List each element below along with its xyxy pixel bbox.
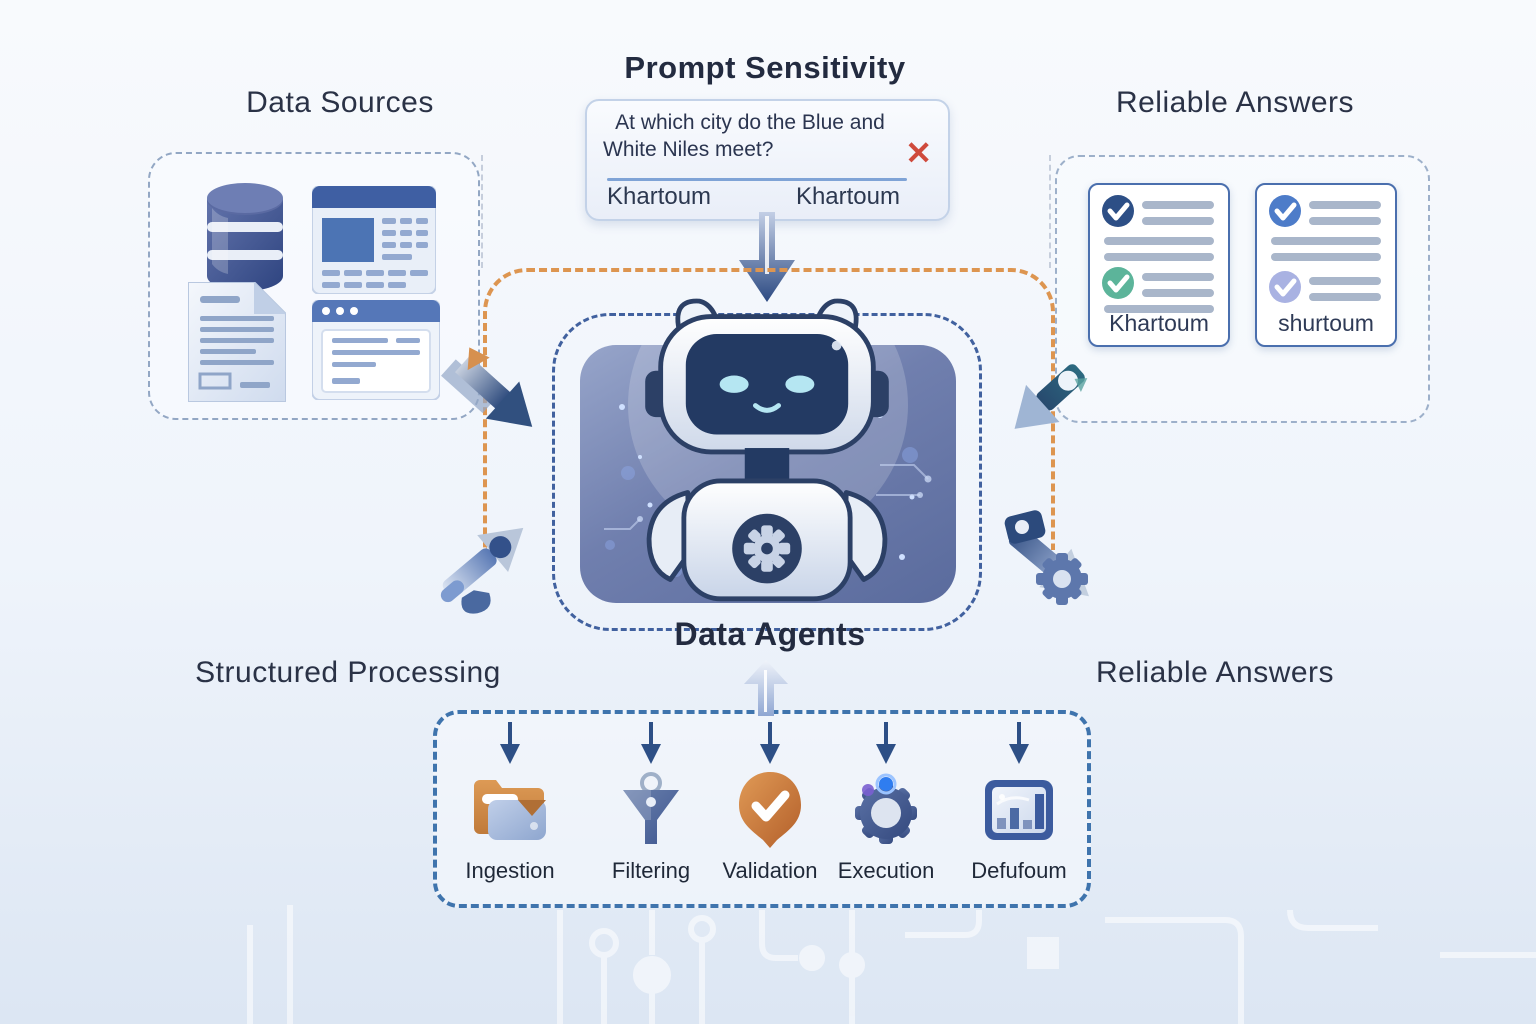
answer-card-2-content — [1269, 195, 1381, 303]
step-arrow-icon — [760, 722, 780, 764]
ghost-dash-left — [481, 155, 483, 268]
arrow-down-icon — [739, 212, 795, 302]
answer-card-shurtoum: shurtoum — [1255, 183, 1397, 347]
ghost-dash-right — [1049, 155, 1051, 268]
process-step-execution: Execution — [821, 722, 951, 902]
step-label: Validation — [722, 858, 818, 883]
process-step-filtering: Filtering — [586, 722, 716, 902]
database-icon — [207, 183, 283, 291]
check-badge-icon — [739, 772, 801, 848]
prompt-answer-right: Khartoum — [795, 183, 900, 210]
wrench-arrow-icon — [440, 527, 524, 614]
structured-processing-title: Structured Processing — [195, 656, 501, 689]
prompt-answers-row: Khartoum Khartoum — [607, 183, 900, 211]
answer-card-khartoum: Khartoum — [1088, 183, 1230, 347]
data-sources-title: Data Sources — [246, 86, 434, 119]
step-arrow-icon — [876, 722, 896, 764]
bar-chart-icon — [985, 780, 1053, 840]
prompt-card-divider — [607, 178, 907, 181]
prompt-sensitivity-title: Prompt Sensitivity — [624, 50, 906, 85]
step-arrow-icon — [641, 722, 661, 764]
arrow-up-icon — [744, 660, 788, 716]
answer-card-1-label: Khartoum — [1109, 310, 1209, 336]
answer-card-2-label: shurtoum — [1278, 310, 1374, 336]
pen-arrow-icon — [1014, 364, 1088, 429]
prompt-answer-left: Khartoum — [607, 183, 712, 210]
step-arrow-icon — [500, 722, 520, 764]
prompt-question-line2: White Niles meet? — [603, 138, 774, 161]
funnel-icon — [623, 772, 679, 844]
step-label: Execution — [837, 858, 935, 883]
step-arrow-icon — [1009, 722, 1029, 764]
answer-card-1-content — [1102, 195, 1214, 313]
step-label: Filtering — [611, 858, 691, 883]
webpage-icon — [312, 186, 436, 294]
document-icon — [188, 282, 286, 402]
robot-icon — [645, 298, 889, 602]
prompt-question-line1: At which city do the Blue and — [615, 111, 885, 134]
prompt-card: At which city do the Blue and White Nile… — [585, 99, 950, 221]
step-label: Ingestion — [465, 858, 555, 883]
gear-arrow-icon — [1004, 510, 1090, 605]
arrow-downright-icon — [441, 347, 533, 427]
browser-window-icon — [312, 300, 440, 400]
process-step-defufoum: Defufoum — [954, 722, 1084, 902]
reliable-answers-bottom-title: Reliable Answers — [1095, 656, 1335, 689]
folder-icon — [474, 780, 546, 840]
error-x-icon: ✕ — [905, 135, 932, 171]
gear-icon — [855, 773, 917, 844]
process-step-ingestion: Ingestion — [445, 722, 575, 902]
step-label: Defufoum — [971, 858, 1067, 883]
process-step-validation: Validation — [705, 722, 835, 902]
circuit-traces-decor — [247, 905, 1536, 1024]
data-agents-label: Data Agents — [674, 616, 866, 652]
reliable-answers-top-title: Reliable Answers — [1115, 86, 1355, 119]
